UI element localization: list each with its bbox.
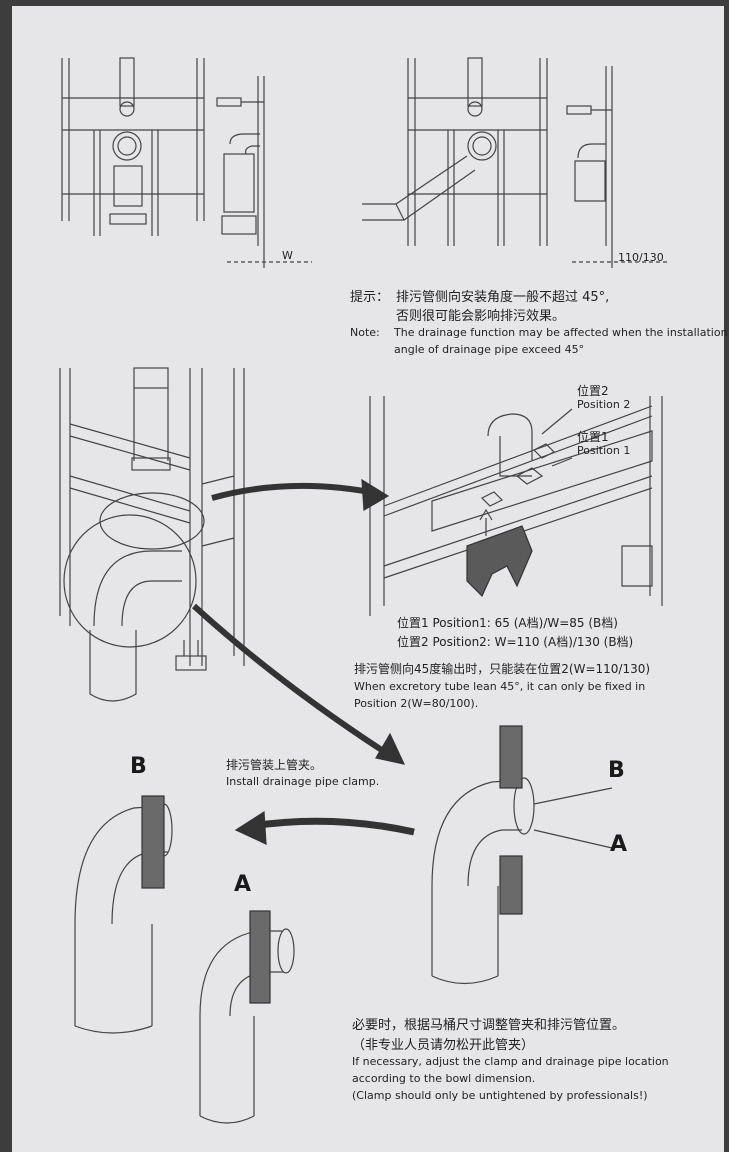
frame-front-view-left xyxy=(61,57,205,236)
note-label: Note: xyxy=(350,326,380,339)
adjust-en-line1: If necessary, adjust the clamp and drain… xyxy=(352,1055,669,1068)
tip-text-cn-line1: 排污管侧向安装角度一般不超过 45°, xyxy=(396,290,610,305)
position2-label-en: Position 2 xyxy=(577,398,631,411)
frame-side-view-right xyxy=(566,66,668,268)
dim-label-110-130: 110/130 xyxy=(618,251,664,264)
manual-page: W 110/130 提示： 排污管侧向安装角度一般不超过 45°, 否则很可能会… xyxy=(12,6,728,1152)
position1-label-cn: 位置1 xyxy=(577,430,609,444)
label-a-left: A xyxy=(234,872,252,897)
elbow-with-clamp-right xyxy=(431,725,613,985)
arrow-to-position-diagram xyxy=(211,478,390,512)
lean-45-en-line2: Position 2(W=80/100). xyxy=(354,697,479,710)
tip-label-cn: 提示： xyxy=(350,290,390,305)
frame-side-view-left xyxy=(216,76,312,268)
note-text-line2: angle of drainage pipe exceed 45° xyxy=(394,343,585,356)
adjust-en-line2: according to the bowl dimension. xyxy=(352,1072,536,1085)
position1-label-en: Position 1 xyxy=(577,444,631,457)
label-b-right: B xyxy=(608,758,625,783)
position2-label-cn: 位置2 xyxy=(577,384,609,398)
arrow-to-elbows-left xyxy=(234,810,415,845)
label-b-left: B xyxy=(130,754,147,779)
elbow-b-left xyxy=(74,795,173,1034)
lean-45-cn: 排污管侧向45度输出时，只能装在位置2(W=110/130) xyxy=(354,662,651,676)
tip-text-cn-line2: 否则很可能会影响排污效果。 xyxy=(396,309,566,324)
clamp-install-cn: 排污管装上管夹。 xyxy=(226,758,323,772)
elbow-a-left xyxy=(199,910,295,1124)
label-a-right: A xyxy=(610,832,628,857)
note-text-line1: The drainage function may be affected wh… xyxy=(394,326,728,339)
clamp-install-en: Install drainage pipe clamp. xyxy=(226,775,380,788)
frame-front-view-right xyxy=(362,57,548,246)
lean-45-en-line1: When excretory tube lean 45°, it can onl… xyxy=(354,680,646,693)
dim-label-w: W xyxy=(282,249,293,262)
installation-illustrations xyxy=(59,57,668,1124)
adjust-en-line3: (Clamp should only be untightened by pro… xyxy=(352,1089,648,1102)
adjust-cn-line1: 必要时，根据马桶尺寸调整管夹和排污管位置。 xyxy=(352,1018,626,1033)
position2-spec: 位置2 Position2: W=110 (A档)/130 (B档) xyxy=(397,635,634,649)
frame-perspective-left xyxy=(59,367,245,702)
position1-spec: 位置1 Position1: 65 (A档)/W=85 (B档) xyxy=(397,616,618,630)
clamp-position-diagram xyxy=(369,396,663,616)
arrow-to-elbow-right xyxy=(191,603,406,765)
adjust-cn-line2: （非专业人员请勿松开此管夹） xyxy=(352,1038,535,1053)
